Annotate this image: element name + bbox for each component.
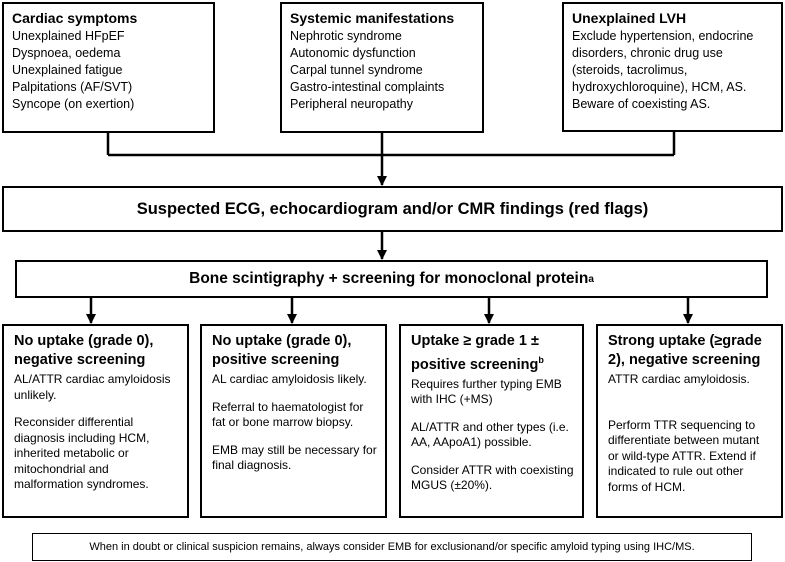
systemic-manifestation-item: Autonomic dysfunction (290, 46, 416, 60)
red-flags-text: Suspected ECG, echocardiogram and/or CMR… (136, 199, 649, 218)
scintigraphy-text: Bone scintigraphy + screening for monocl… (189, 270, 589, 287)
unexplained-lvh-text: Exclude hypertension, endocrine disorder… (572, 29, 754, 111)
outcome-lead: Requires further typing EMB with IHC (+M… (411, 376, 562, 407)
cardiac-symptom-item: Syncope (on exertion) (12, 97, 135, 111)
footer-note-box: When in doubt or clinical suspicion rema… (32, 533, 752, 561)
outcome-box-4: Strong uptake (≥grade 2), negative scree… (596, 324, 783, 518)
red-flags-box: Suspected ECG, echocardiogram and/or CMR… (2, 186, 783, 232)
cardiac-symptoms-title: Cardiac symptoms (12, 10, 138, 26)
outcome-lead: AL cardiac amyloidosis likely. (212, 372, 367, 386)
unexplained-lvh-box: Unexplained LVH Exclude hypertension, en… (562, 2, 783, 132)
outcome-note: Perform TTR sequencing to differentiate … (608, 417, 760, 494)
outcome-title-text: Uptake ≥ grade 1 ± positive screening (411, 333, 539, 373)
outcome-lead: AL/ATTR cardiac amyloidosis unlikely. (14, 372, 171, 402)
footer-note-text: When in doubt or clinical suspicion rema… (89, 541, 695, 553)
cardiac-symptoms-box: Cardiac symptoms Unexplained HFpEF Dyspn… (2, 2, 215, 133)
scintigraphy-box: Bone scintigraphy + screening for monocl… (15, 260, 768, 298)
cardiac-symptom-item: Unexplained fatigue (12, 63, 123, 77)
outcome-title: No uptake (grade 0), negative screening (14, 333, 154, 368)
outcome-note: Referral to haematologist for fat or bon… (212, 399, 364, 430)
cardiac-symptom-item: Unexplained HFpEF (12, 29, 125, 43)
systemic-manifestation-item: Nephrotic syndrome (290, 29, 402, 43)
systemic-manifestations-title: Systemic manifestations (290, 10, 455, 26)
outcome-box-2: No uptake (grade 0), positive screening … (200, 324, 387, 518)
systemic-manifestation-item: Carpal tunnel syndrome (290, 63, 423, 77)
outcome-note: EMB may still be necessary for final dia… (212, 442, 377, 473)
unexplained-lvh-title: Unexplained LVH (572, 10, 687, 26)
outcome-title: No uptake (grade 0), positive screening (212, 333, 352, 368)
outcome-note: Consider ATTR with coexisting MGUS (±20%… (411, 462, 574, 493)
cardiac-symptom-item: Palpitations (AF/SVT) (12, 80, 133, 94)
outcome-title: Strong uptake (≥grade 2), negative scree… (608, 333, 762, 368)
systemic-manifestation-item: Gastro-intestinal complaints (290, 80, 445, 94)
outcome-box-3: Uptake ≥ grade 1 ± positive screeningb R… (399, 324, 584, 518)
systemic-manifestation-item: Peripheral neuropathy (290, 97, 413, 111)
footnote-b: b (538, 355, 544, 365)
footnote-a: a (588, 273, 594, 285)
systemic-manifestations-box: Systemic manifestations Nephrotic syndro… (280, 2, 484, 133)
outcome-note: AL/ATTR and other types (i.e. AA, AApoA1… (411, 419, 569, 450)
outcome-lead: ATTR cardiac amyloidosis. (608, 372, 750, 386)
cardiac-symptom-item: Dyspnoea, oedema (12, 46, 121, 60)
outcome-box-1: No uptake (grade 0), negative screening … (2, 324, 189, 518)
outcome-note: Reconsider differential diagnosis includ… (14, 415, 150, 491)
outcome-title: Uptake ≥ grade 1 ± positive screeningb (411, 332, 574, 375)
